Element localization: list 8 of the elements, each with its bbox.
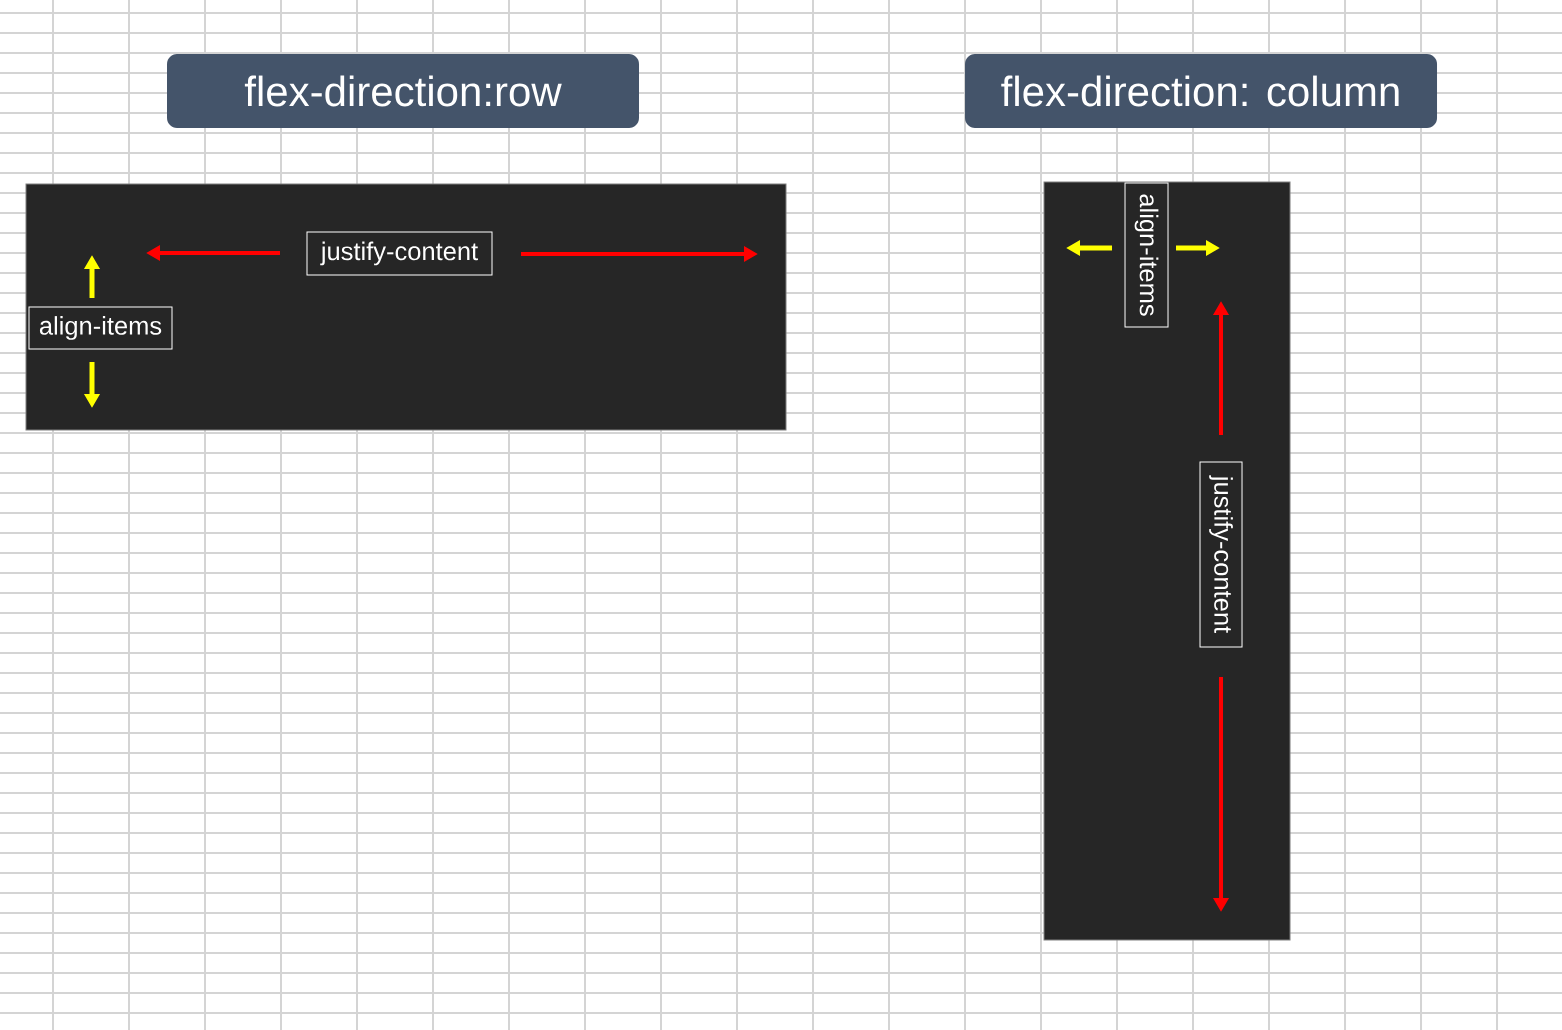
label-box: align-items (1124, 182, 1169, 328)
container-box (25, 183, 787, 431)
label-box: align-items (28, 306, 173, 350)
container-box (1043, 181, 1291, 941)
label-box: justify-content (1199, 461, 1243, 648)
heading-box: flex-direction: column (965, 54, 1437, 128)
label-box: justify-content (306, 231, 493, 276)
heading-box: flex-direction:row (167, 54, 639, 128)
